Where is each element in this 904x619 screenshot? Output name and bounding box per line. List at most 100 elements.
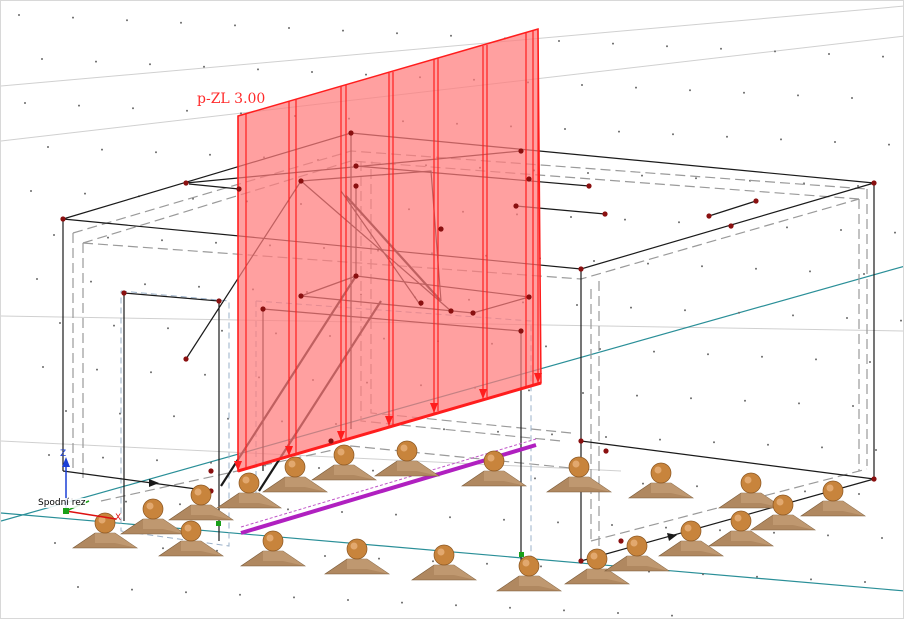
sphere-support-icon[interactable]	[216, 472, 282, 509]
grid-point	[450, 34, 452, 37]
node-point-icon[interactable]	[470, 310, 476, 316]
grid-point	[372, 469, 374, 472]
node-point-icon[interactable]	[518, 328, 524, 334]
grid-point	[36, 278, 38, 280]
node-point-icon[interactable]	[578, 438, 584, 444]
grid-point	[743, 91, 745, 94]
grid-point	[42, 366, 44, 368]
node-point-icon[interactable]	[353, 273, 359, 279]
node-point-icon[interactable]	[586, 183, 592, 189]
node-point-icon[interactable]	[706, 213, 712, 219]
grid-point	[311, 71, 313, 73]
node-point-icon[interactable]	[728, 223, 734, 229]
node-point-icon[interactable]	[216, 298, 222, 304]
grid-point	[401, 601, 403, 604]
grid-point	[815, 358, 817, 361]
grid-point	[534, 477, 536, 480]
sphere-support-icon[interactable]	[708, 510, 774, 547]
node-point-icon[interactable]	[121, 290, 127, 296]
node-point-icon[interactable]	[353, 183, 359, 189]
grid-point	[636, 394, 638, 397]
node-point-icon[interactable]	[236, 186, 242, 192]
sphere-support-icon[interactable]	[158, 520, 224, 557]
node-points[interactable]	[60, 130, 877, 564]
node-point-icon[interactable]	[183, 180, 189, 186]
node-point-icon[interactable]	[603, 448, 609, 454]
sphere-support-icon[interactable]	[262, 456, 328, 493]
grid-point	[287, 508, 289, 511]
grid-point	[240, 112, 242, 115]
node-point-icon[interactable]	[526, 176, 532, 182]
grid-point	[318, 467, 320, 469]
sphere-support-icon[interactable]	[411, 544, 477, 581]
node-point-icon[interactable]	[298, 178, 304, 184]
grid-point	[185, 591, 187, 594]
node-point-icon[interactable]	[348, 130, 354, 136]
grid-point	[221, 329, 223, 332]
node-point-icon[interactable]	[448, 308, 454, 314]
sphere-support-icon[interactable]	[564, 548, 630, 585]
node-point-icon[interactable]	[518, 148, 524, 154]
node-point-icon[interactable]	[871, 180, 877, 186]
grid-point	[150, 371, 152, 374]
sphere-support-icon[interactable]	[240, 530, 306, 567]
node-point-icon[interactable]	[418, 300, 424, 306]
grid-point	[162, 547, 164, 550]
node-point-icon[interactable]	[328, 438, 334, 444]
sphere-support-icon[interactable]	[800, 480, 866, 517]
node-point-icon[interactable]	[578, 558, 584, 564]
node-point-icon[interactable]	[298, 293, 304, 299]
grid-point	[486, 562, 488, 565]
grid-point	[900, 319, 902, 322]
sphere-support-icon[interactable]	[374, 440, 440, 477]
surface-load-area[interactable]	[234, 28, 542, 473]
grid-point	[239, 593, 241, 596]
node-point-icon[interactable]	[618, 538, 624, 544]
sphere-support-icon[interactable]	[311, 444, 377, 481]
node-point-icon[interactable]	[183, 356, 189, 362]
sphere-support-icon[interactable]	[168, 484, 234, 521]
grid-point	[875, 449, 877, 451]
sphere-support-icon[interactable]	[750, 494, 816, 531]
sphere-support-icon[interactable]	[628, 462, 694, 499]
grid-point	[257, 68, 259, 71]
node-point-icon[interactable]	[353, 163, 359, 169]
grid-point	[851, 97, 853, 99]
sphere-support-icon[interactable]	[718, 472, 784, 509]
grid-point	[41, 58, 43, 60]
node-point-icon[interactable]	[438, 226, 444, 232]
grid-point	[612, 42, 614, 45]
grid-point	[701, 265, 703, 268]
node-point-icon[interactable]	[513, 203, 519, 209]
node-point-icon[interactable]	[260, 306, 266, 312]
grid-point	[395, 513, 397, 516]
node-point-icon[interactable]	[753, 198, 759, 204]
grid-point	[624, 218, 626, 221]
nodal-supports[interactable]	[72, 440, 866, 592]
node-point-icon[interactable]	[208, 468, 214, 474]
grid-point	[509, 606, 511, 609]
sphere-support-icon[interactable]	[120, 498, 186, 535]
grid-point	[131, 588, 133, 591]
node-point-icon[interactable]	[602, 211, 608, 217]
grid-point	[576, 304, 578, 306]
node-point-icon[interactable]	[871, 476, 877, 482]
node-point-icon[interactable]	[526, 294, 532, 300]
grid-point	[846, 317, 848, 319]
sphere-support-icon[interactable]	[658, 520, 724, 557]
grid-point	[719, 529, 721, 532]
sphere-support-icon[interactable]	[546, 456, 612, 493]
sphere-support-icon[interactable]	[496, 555, 562, 592]
grid-point	[827, 534, 829, 537]
grid-point	[774, 50, 776, 53]
sphere-support-icon[interactable]	[461, 450, 527, 487]
grid-point	[647, 262, 649, 265]
sphere-support-icon[interactable]	[604, 535, 670, 572]
grid-point	[545, 345, 547, 348]
grid-point	[618, 130, 620, 133]
sphere-support-icon[interactable]	[324, 538, 390, 575]
node-point-icon[interactable]	[578, 266, 584, 272]
node-point-icon[interactable]	[60, 216, 66, 222]
